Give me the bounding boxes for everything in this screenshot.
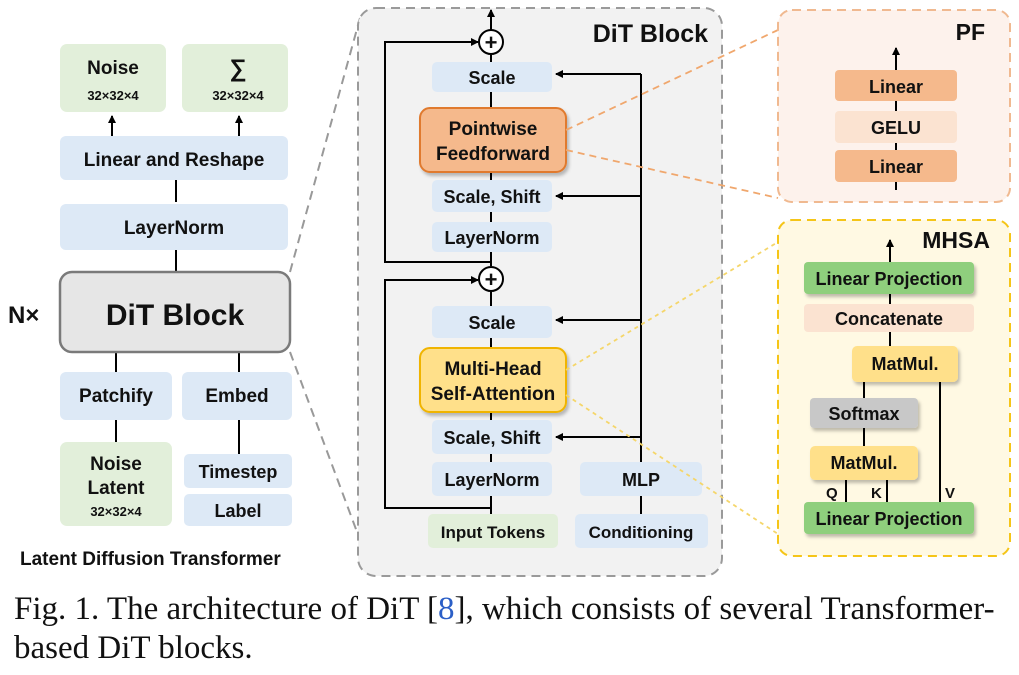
sigma-output-box [182,44,288,112]
noise-output-box [60,44,166,112]
mhsa-linear-proj-bottom-label: Linear Projection [815,509,962,529]
noise-latent-label-1: Noise [90,454,142,475]
left-panel: Noise 32×32×4 ∑ 32×32×4 Linear and Resha… [8,44,292,570]
noise-output-label: Noise [87,58,139,79]
pf-linear-top-box [835,70,957,101]
pf-linear-top-label: Linear [869,77,923,97]
plus-symbol-top: + [485,30,498,55]
scale-shift-bottom-label: Scale, Shift [443,428,540,448]
pf-linear-bottom-label: Linear [869,157,923,177]
noise-latent-label-2: Latent [88,478,146,499]
pointwise-ff-box [419,107,567,173]
pf-title: PF [956,19,985,45]
dit-block-box [58,270,292,354]
residual-add-bottom [478,266,504,292]
n-times-label: N× [8,302,39,329]
noise-output-dim: 32×32×4 [87,88,139,103]
mhsa-concatenate-label: Concatenate [835,309,943,329]
pf-panel: PF Linear GELU Linear [777,9,1011,203]
scale-mid-label: Scale [468,313,515,333]
timestep-box [184,454,292,488]
mhsa-linear-proj-bottom-box [804,502,974,534]
dit-detail-title: DiT Block [593,20,708,48]
scale-shift-top-label: Scale, Shift [443,187,540,207]
label-box [184,494,292,526]
conditioning-box [575,514,708,548]
layernorm-top-box [432,222,552,252]
mhsa-matmul-bottom-box [810,446,918,480]
patchify-label: Patchify [79,386,153,407]
scale-shift-top-box [432,180,552,212]
citation-link[interactable]: 8 [438,591,455,627]
mhsa-concatenate-box [804,304,974,332]
q-label: Q [826,485,838,502]
mhsa-label-2: Self-Attention [431,384,556,405]
sigma-dim: 32×32×4 [212,88,264,103]
sigma-label: ∑ [229,55,246,82]
dit-block-label: DiT Block [106,299,245,332]
pf-gelu-box [835,111,957,143]
mhsa-softmax-box [810,398,918,428]
input-tokens-box [428,514,558,548]
plus-symbol-bottom: + [485,267,498,292]
mhsa-linear-proj-top-label: Linear Projection [815,269,962,289]
mhsa-label-1: Multi-Head [444,359,541,380]
layernorm-bottom-box [432,462,552,496]
k-label: K [871,485,882,502]
caption-suffix: ], which consists of several Transformer… [14,591,995,666]
mhsa-linear-proj-top-box [804,262,974,294]
pointwise-ff-label-2: Feedforward [436,144,550,165]
noise-latent-dim: 32×32×4 [90,504,142,519]
v-label: V [945,485,955,502]
mlp-box [580,462,702,496]
scale-top-box [432,62,552,92]
left-panel-title: Latent Diffusion Transformer [20,549,281,570]
residual-add-top [478,29,504,55]
conditioning-label: Conditioning [589,523,694,542]
scale-shift-bottom-box [432,420,552,454]
mhsa-matmul-bottom-label: MatMul. [831,453,898,473]
layernorm-box [60,204,288,250]
layernorm-label: LayerNorm [124,218,224,239]
linear-reshape-box [60,136,288,180]
timestep-label: Timestep [199,462,278,482]
input-tokens-label: Input Tokens [441,523,546,542]
mhsa-softmax-label: Softmax [828,404,899,424]
label-label: Label [214,501,261,521]
embed-label: Embed [205,386,268,407]
caption-prefix: Fig. 1. The architecture of DiT [ [14,591,438,627]
figure-caption: Fig. 1. The architecture of DiT [8], whi… [14,590,1009,668]
mhsa-title: MHSA [922,227,990,253]
noise-latent-box [60,442,172,526]
layernorm-bottom-label: LayerNorm [444,470,539,490]
linear-reshape-label: Linear and Reshape [84,150,265,171]
scale-top-label: Scale [468,68,515,88]
mhsa-panel: MHSA Linear Projection Concatenate MatMu… [777,219,1011,557]
scale-mid-box [432,306,552,338]
pf-linear-bottom-box [835,150,957,182]
embed-box [182,372,292,420]
dit-architecture-diagram: Noise 32×32×4 ∑ 32×32×4 Linear and Resha… [8,7,1011,577]
mhsa-box [419,347,567,413]
pf-gelu-label: GELU [871,118,921,138]
mhsa-matmul-top-box [852,346,958,382]
dit-block-detail: DiT Block + + Scale Pointwise Feed [357,7,723,577]
mlp-label: MLP [622,470,660,490]
pointwise-ff-label-1: Pointwise [449,119,538,140]
mhsa-matmul-top-label: MatMul. [872,354,939,374]
layernorm-top-label: LayerNorm [444,228,539,248]
patchify-box [60,372,172,420]
